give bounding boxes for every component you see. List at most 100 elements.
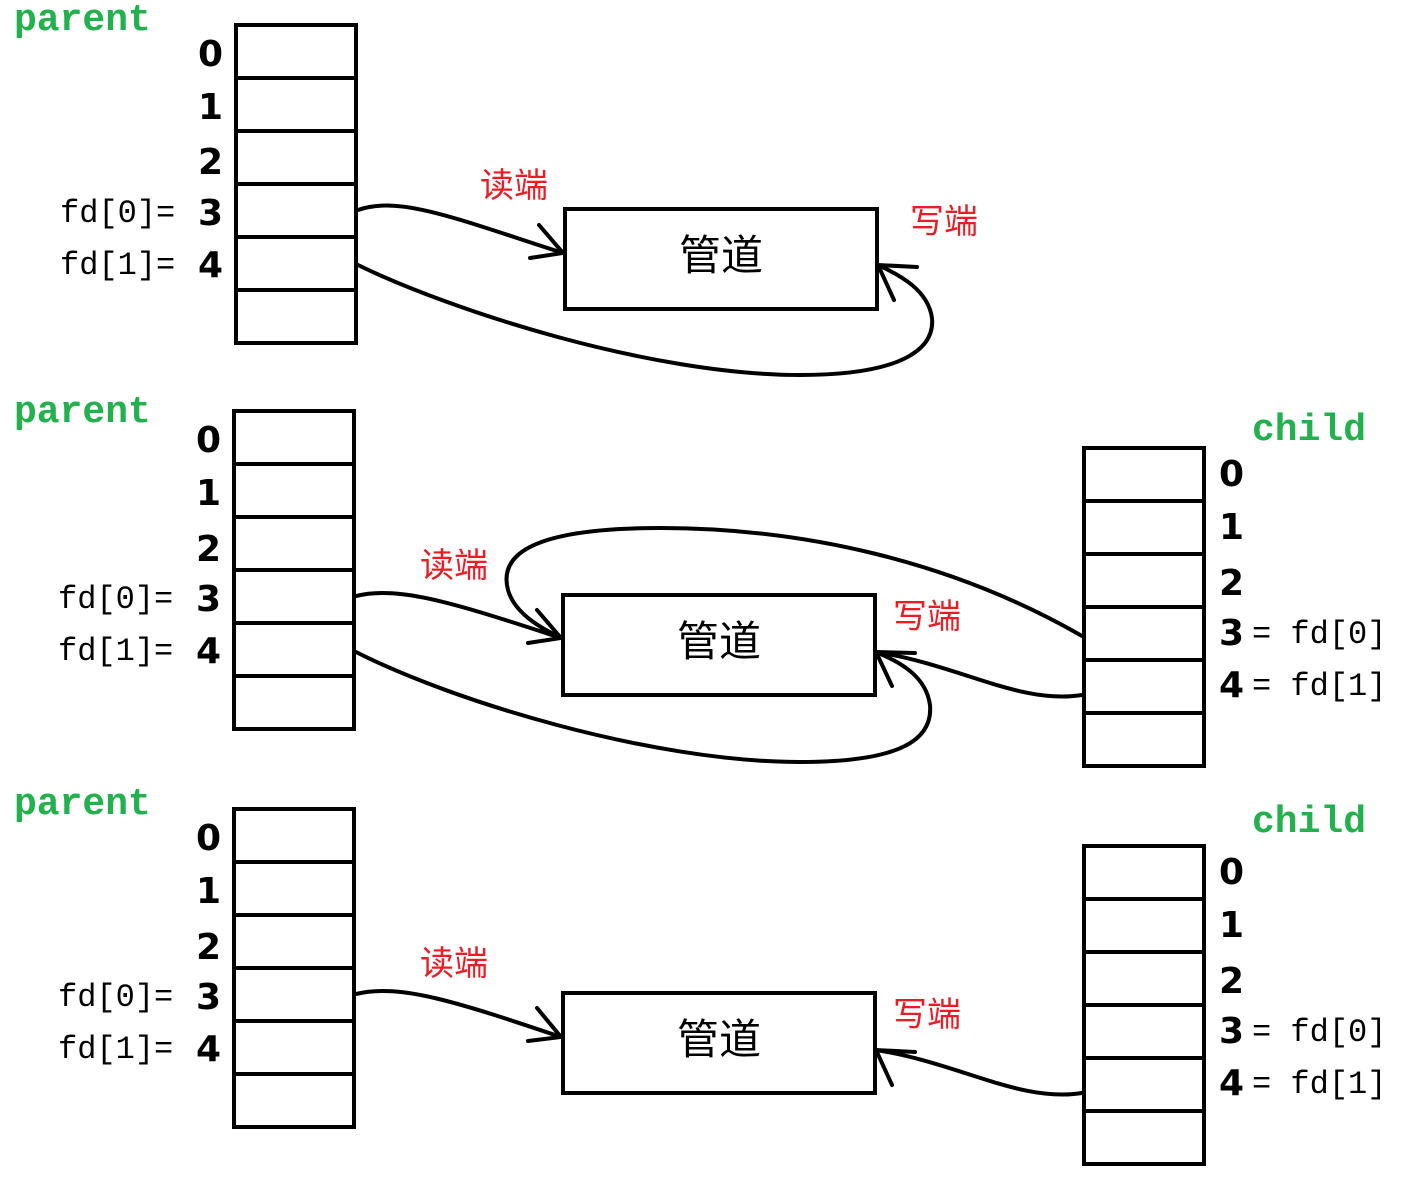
fd-index-1: 1	[1219, 507, 1244, 548]
pipe-box	[561, 593, 877, 697]
panel-2: parent 0 1 2 fd[0]= 3 fd[1]= 4 管道 读端 写端 …	[14, 391, 1386, 768]
parent-fd-table	[232, 807, 356, 1129]
fd-cell-0	[232, 807, 356, 864]
fd-index-1: 1	[198, 87, 223, 128]
pipe-label: 管道	[679, 231, 763, 280]
fd-cell-4	[234, 235, 358, 292]
child-title: child	[1252, 409, 1366, 452]
fd-index-4: 4	[196, 631, 221, 672]
fd-label-write: = fd[1]	[1252, 1066, 1386, 1103]
fd-cell-1	[232, 860, 356, 917]
fd-index-4: 4	[198, 245, 223, 286]
fd-cell-3	[234, 182, 358, 239]
panel-3: parent 0 1 2 fd[0]= 3 fd[1]= 4 管道 读端 写端 …	[14, 783, 1386, 1166]
fd-cell-1	[234, 76, 358, 133]
fd-label-read: fd[0]=	[58, 581, 173, 618]
fd-label-write: fd[1]=	[60, 247, 175, 284]
fd-cell-5	[232, 674, 356, 731]
read-arrowhead-icon	[526, 608, 565, 645]
fd-cell-2	[1082, 950, 1206, 1007]
fd-label-write: = fd[1]	[1252, 668, 1386, 705]
fd-cell-0	[1082, 844, 1206, 901]
fd-cell-1	[1082, 897, 1206, 954]
fd-cell-2	[1082, 552, 1206, 609]
fd-label-read: = fd[0]	[1252, 616, 1386, 653]
read-end-label: 读端	[420, 944, 488, 984]
fd-index-0: 0	[196, 818, 221, 859]
fd-index-1: 1	[1219, 905, 1244, 946]
parent-write-arrow	[356, 263, 935, 378]
fd-cell-3	[1082, 605, 1206, 662]
fd-label-write: fd[1]=	[58, 1031, 173, 1068]
parent-write-arrow	[354, 650, 933, 765]
fd-index-2: 2	[198, 142, 223, 183]
read-arrowhead-icon	[526, 1006, 565, 1043]
fd-cell-2	[232, 515, 356, 572]
fd-index-3: 3	[1219, 613, 1244, 654]
fd-index-1: 1	[196, 871, 221, 912]
fd-index-2: 2	[1219, 961, 1244, 1002]
child-read-arrow	[504, 525, 1084, 640]
fd-cell-0	[232, 409, 356, 466]
fd-label-write: fd[1]=	[58, 633, 173, 670]
fd-cell-5	[234, 288, 358, 345]
parent-title: parent	[14, 391, 151, 434]
parent-fd-table	[232, 409, 356, 731]
parent-read-arrow	[356, 203, 565, 255]
write-arrowhead-icon	[874, 262, 919, 302]
fd-cell-0	[234, 23, 358, 80]
pipe-box	[563, 207, 879, 311]
fd-index-0: 0	[196, 420, 221, 461]
write-end-label: 写端	[910, 202, 978, 242]
fd-cell-4	[1082, 1056, 1206, 1113]
fd-index-3: 3	[1219, 1011, 1244, 1052]
fd-index-0: 0	[1219, 454, 1244, 495]
parent-title: parent	[14, 0, 151, 42]
fd-cell-2	[234, 129, 358, 186]
read-arrowhead-icon	[528, 223, 567, 260]
write-end-label: 写端	[893, 995, 961, 1035]
fd-cell-1	[232, 462, 356, 519]
child-write-arrow	[874, 650, 1084, 699]
parent-title: parent	[14, 783, 151, 826]
pipe-box	[561, 991, 877, 1095]
fd-cell-2	[232, 913, 356, 970]
parent-read-arrow	[354, 988, 563, 1039]
fd-index-3: 3	[198, 193, 223, 234]
fd-index-4: 4	[1219, 1063, 1244, 1104]
fd-cell-4	[1082, 658, 1206, 715]
fd-index-4: 4	[196, 1029, 221, 1070]
fd-index-1: 1	[196, 473, 221, 514]
read-end-label: 读端	[420, 546, 488, 586]
fd-index-0: 0	[198, 34, 223, 75]
fd-index-0: 0	[1219, 852, 1244, 893]
parent-fd-table	[234, 23, 358, 345]
fd-cell-5	[1082, 711, 1206, 768]
fd-cell-5	[232, 1072, 356, 1129]
fd-index-3: 3	[196, 579, 221, 620]
child-fd-table	[1082, 446, 1206, 768]
fd-index-4: 4	[1219, 665, 1244, 706]
fd-label-read: fd[0]=	[58, 979, 173, 1016]
child-title: child	[1252, 801, 1366, 844]
fd-cell-5	[1082, 1109, 1206, 1166]
panel-1: parent 0 1 2 fd[0]= 3 fd[1]= 4 管道 读端 写端	[14, 0, 978, 378]
fd-cell-4	[232, 1019, 356, 1076]
fd-cell-4	[232, 621, 356, 678]
fd-label-read: fd[0]=	[60, 195, 175, 232]
fd-cell-1	[1082, 499, 1206, 556]
pipe-label: 管道	[677, 617, 761, 666]
fd-cell-3	[1082, 1003, 1206, 1060]
fd-index-2: 2	[1219, 563, 1244, 604]
fd-index-2: 2	[196, 529, 221, 570]
parent-read-arrow	[354, 590, 563, 640]
child-write-arrow	[874, 1048, 1084, 1097]
pipe-label: 管道	[677, 1015, 761, 1064]
fd-cell-0	[1082, 446, 1206, 503]
fd-label-read: = fd[0]	[1252, 1014, 1386, 1051]
fd-cell-3	[232, 966, 356, 1023]
fd-index-2: 2	[196, 927, 221, 968]
child-fd-table	[1082, 844, 1206, 1166]
read-end-label: 读端	[480, 166, 548, 206]
